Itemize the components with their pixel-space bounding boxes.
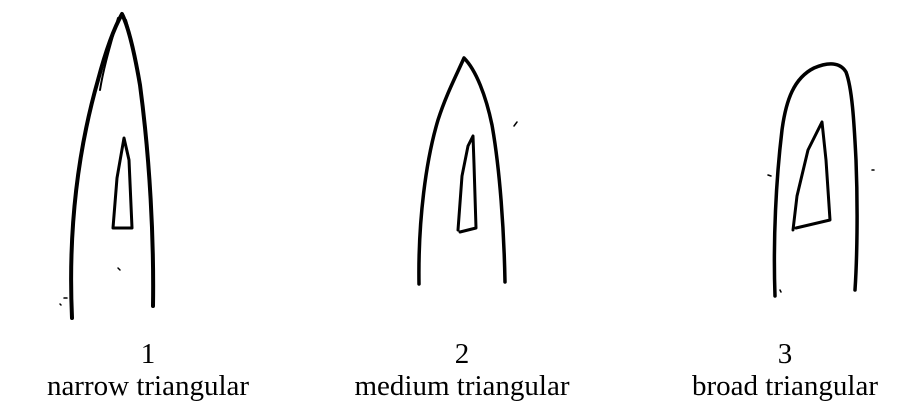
figure-label: medium triangular	[332, 370, 592, 402]
outer-outline	[71, 14, 153, 318]
figure-number: 1	[18, 338, 278, 370]
broad-triangular-sketch	[660, 0, 919, 330]
narrow-triangular-sketch	[0, 0, 260, 330]
figure-number: 3	[655, 338, 915, 370]
outer-outline	[774, 64, 857, 296]
caption: 3 broad triangular	[655, 338, 915, 402]
caption: 1 narrow triangular	[18, 338, 278, 402]
figure-label: broad triangular	[655, 370, 915, 402]
inner-window	[113, 138, 132, 228]
figure-number: 2	[332, 338, 592, 370]
figure-medium-triangular: 2 medium triangular	[330, 0, 590, 407]
caption: 2 medium triangular	[332, 338, 592, 402]
inner-window	[793, 122, 830, 230]
figure-broad-triangular: 3 broad triangular	[660, 0, 919, 407]
inner-window	[458, 136, 476, 232]
figure-label: narrow triangular	[18, 370, 278, 402]
speck	[60, 268, 120, 305]
figure-narrow-triangular: 1 narrow triangular	[0, 0, 260, 407]
speck	[514, 122, 517, 126]
medium-triangular-sketch	[330, 0, 590, 330]
